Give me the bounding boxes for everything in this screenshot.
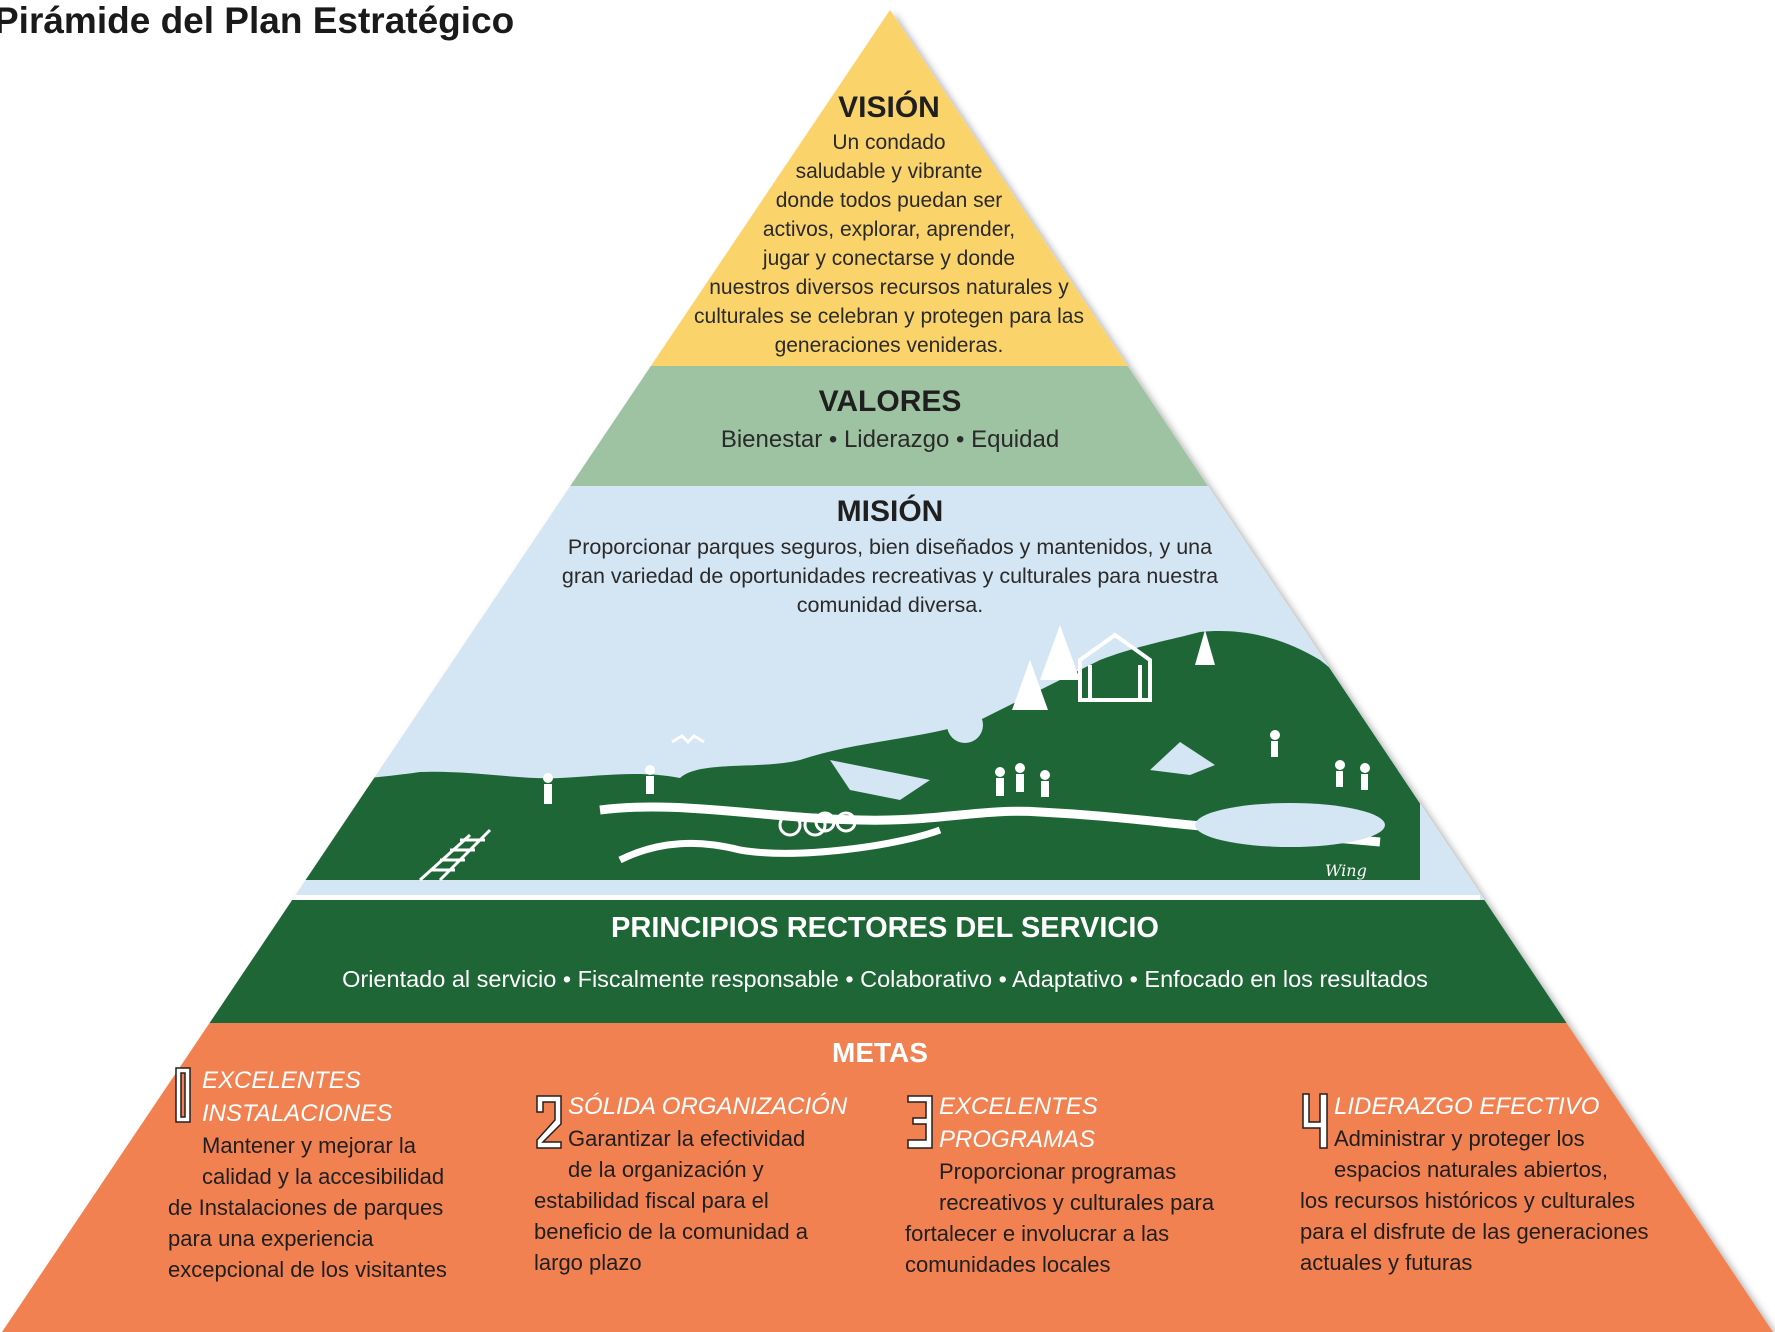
goal-description-line: Proporcionar programas <box>939 1159 1177 1184</box>
goal-number-1-icon <box>175 1067 191 1123</box>
values-heading: VALORES <box>818 385 962 418</box>
goal-description-line: actuales y futuras <box>1300 1250 1473 1275</box>
goal-description: Proporcionar programas recreativos y cult… <box>905 1156 1255 1280</box>
vision-text: Un condado saludable y vibrante donde todo… <box>688 128 1090 360</box>
bicycle-icon <box>778 811 857 837</box>
vision-text-line: activos, explorar, aprender, <box>762 218 1016 241</box>
goal-description: Administrar y proteger los espacios natur… <box>1300 1123 1700 1278</box>
principles-band <box>2 900 1773 1023</box>
vision-text-line: Un condado <box>832 131 946 154</box>
goals-heading: METAS <box>832 1037 928 1068</box>
vision-text-line: culturales se celebran y protegen para l… <box>694 305 1084 328</box>
goal-description-line: recreativos y culturales para <box>939 1190 1215 1215</box>
vision-heading: VISIÓN <box>838 91 940 124</box>
values-text: Bienestar • Liderazgo • Equidad <box>720 426 1060 453</box>
lower-trail <box>618 826 942 864</box>
vision-section: VISIÓN Un condado saludable y vibrante don… <box>688 91 1090 360</box>
goal-item-2: SÓLIDA ORGANIZACIÓN Garantizar la efectiv… <box>534 1090 854 1278</box>
tree-icon <box>1012 625 1215 710</box>
principles-section: PRINCIPIOS RECTORES DEL SERVICIO Orienta… <box>215 912 1555 994</box>
ball-icon <box>947 707 983 743</box>
goal-description-line: calidad y la accesibilidad <box>202 1164 445 1189</box>
vision-text-line: donde todos puedan ser <box>775 189 1003 212</box>
vision-text-line: nuestros diversos recursos naturales y <box>709 276 1069 299</box>
goal-title-line: EXCELENTES <box>202 1067 361 1094</box>
goal-description-line: comunidades locales <box>905 1252 1111 1277</box>
goal-description-line: estabilidad fiscal para el <box>534 1188 769 1213</box>
goal-description-line: excepcional de los visitantes <box>168 1257 447 1282</box>
goal-description-line: para el disfrute de las generaciones <box>1300 1219 1649 1244</box>
goal-description-line: Mantener y mejorar la <box>202 1133 416 1158</box>
goal-title: EXCELENTES PROGRAMAS <box>905 1090 1255 1156</box>
pond <box>1195 803 1385 847</box>
mission-text-line: Proporcionar parques seguros, bien diseñ… <box>567 535 1213 559</box>
goals-band <box>2 1023 1773 1332</box>
mission-text-line: gran variedad de oportunidades recreativ… <box>561 564 1219 588</box>
goal-description-line: espacios naturales abiertos, <box>1334 1157 1608 1182</box>
people-icons <box>543 730 1370 804</box>
goal-number-3-icon <box>907 1095 933 1149</box>
goal-description-line: para una experiencia <box>168 1226 374 1251</box>
goal-description-line: Administrar y proteger los <box>1334 1126 1585 1151</box>
goal-description-line: largo plazo <box>534 1250 642 1275</box>
goal-number-4-icon <box>1302 1093 1328 1149</box>
goal-title-line: LIDERAZGO EFECTIVO <box>1334 1093 1600 1120</box>
mission-text: Proporcionar parques seguros, bien diseñ… <box>520 533 1260 620</box>
mission-section: MISIÓN Proporcionar parques seguros, bie… <box>520 495 1260 620</box>
goal-title-line: INSTALACIONES <box>202 1100 393 1127</box>
mission-heading: MISIÓN <box>836 495 944 528</box>
goal-description-line: beneficio de la comunidad a <box>534 1219 808 1244</box>
goal-title-line: EXCELENTES PROGRAMAS <box>939 1093 1098 1153</box>
tent-icon <box>1150 742 1215 775</box>
goal-description-line: Garantizar la efectividad <box>568 1126 806 1151</box>
goal-description-line: de la organización y <box>568 1157 764 1182</box>
principles-heading: PRINCIPIOS RECTORES DEL SERVICIO <box>611 912 1159 944</box>
goal-description: Garantizar la efectividad de la organizac… <box>534 1123 854 1278</box>
goal-description: Mantener y mejorar la calidad y la accesi… <box>168 1130 498 1285</box>
covered-bridge-icon <box>1078 632 1152 702</box>
vision-text-line: saludable y vibrante <box>795 160 983 183</box>
park-landscape-illustration: Wing <box>300 625 1420 882</box>
goal-title: LIDERAZGO EFECTIVO <box>1300 1090 1700 1123</box>
goal-description-line: los recursos históricos y culturales <box>1300 1188 1636 1213</box>
vision-text-line: generaciones venideras. <box>774 334 1004 357</box>
stairs-icon <box>418 828 492 882</box>
mission-text-line: comunidad diversa. <box>796 593 984 617</box>
goal-description-line: fortalecer e involucrar a las <box>905 1221 1170 1246</box>
goal-number-2-icon <box>536 1095 562 1149</box>
values-section: VALORES Bienestar • Liderazgo • Equidad <box>560 385 1220 454</box>
vision-text-line: jugar y conectarse y donde <box>762 247 1016 270</box>
goal-title: EXCELENTES INSTALACIONES <box>168 1064 498 1130</box>
goal-title-line: SÓLIDA ORGANIZACIÓN <box>568 1093 848 1120</box>
page-title: Pirámide del Plan Estratégico <box>0 0 515 41</box>
goal-item-1: EXCELENTES INSTALACIONES Mantener y mejora… <box>168 1064 498 1285</box>
principles-text: Orientado al servicio • Fiscalmente resp… <box>342 966 1428 992</box>
goal-title: SÓLIDA ORGANIZACIÓN <box>534 1090 854 1123</box>
pool <box>830 760 930 800</box>
artist-signature: Wing <box>1325 861 1367 880</box>
bird-icon <box>671 734 705 745</box>
goal-item-4: LIDERAZGO EFECTIVO Administrar y proteger… <box>1300 1090 1700 1278</box>
goal-description-line: de Instalaciones de parques <box>168 1195 444 1220</box>
